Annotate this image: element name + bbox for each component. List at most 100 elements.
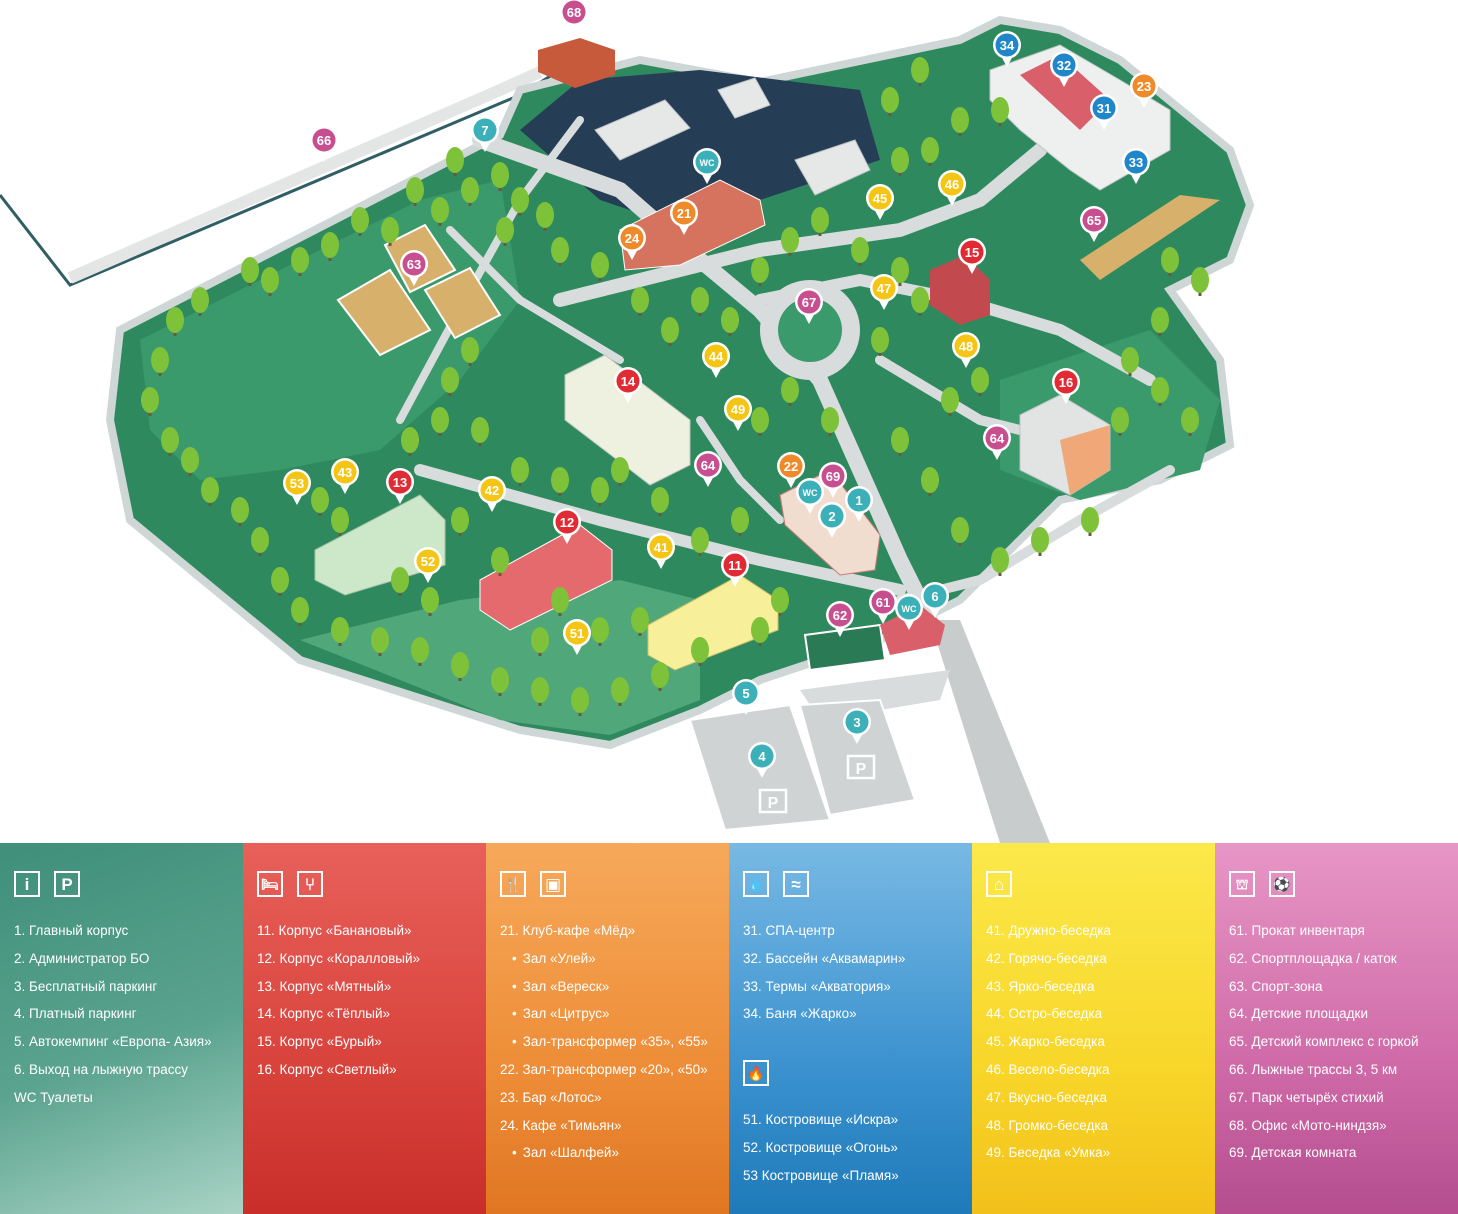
- sport-ground-62[interactable]: [803, 623, 887, 672]
- building-15: [930, 255, 990, 325]
- map-pin-63[interactable]: 63: [400, 250, 428, 286]
- map-pin-6[interactable]: 6: [921, 582, 949, 618]
- map-pin-label: 42: [485, 483, 499, 498]
- map-pin-64[interactable]: 64: [694, 451, 722, 487]
- map-pin-4[interactable]: 4: [748, 742, 776, 778]
- park-four-elements[interactable]: [778, 298, 842, 362]
- legend-item: 51. Костровище «Искра»: [743, 1112, 899, 1128]
- map-pin-wc[interactable]: WC: [796, 478, 824, 514]
- tree-icon: [536, 202, 554, 228]
- tree-icon: [511, 187, 529, 213]
- map-pin-label: 69: [826, 469, 840, 484]
- sport-field-3[interactable]: [423, 266, 502, 340]
- tree-icon: [496, 217, 514, 243]
- tree-icon: [1191, 267, 1209, 293]
- map-pin-2[interactable]: 2: [818, 502, 846, 538]
- legend-item: 11. Корпус «Банановый»: [257, 923, 412, 938]
- map-pin-52[interactable]: 52: [414, 547, 442, 583]
- map-pin-34[interactable]: 34: [993, 31, 1021, 67]
- map-pin-wc[interactable]: WC: [693, 148, 721, 184]
- map-pin-45[interactable]: 45: [866, 184, 894, 220]
- map-pin-42[interactable]: 42: [478, 476, 506, 512]
- tree-icon: [771, 587, 789, 613]
- map-pin-15[interactable]: 15: [958, 238, 986, 274]
- map-pin-label: WC: [803, 488, 818, 498]
- tree-icon: [411, 637, 429, 663]
- map-pin-32[interactable]: 32: [1050, 51, 1078, 87]
- tree-icon: [881, 87, 899, 113]
- legend-item: 12. Корпус «Коралловый»: [257, 950, 421, 966]
- tree-icon: [921, 467, 939, 493]
- tree-icon: [441, 367, 459, 393]
- tree-icon: [691, 637, 709, 663]
- tree-icon: [1151, 377, 1169, 403]
- map-pin-53[interactable]: 53: [283, 469, 311, 505]
- map-pin-41[interactable]: 41: [647, 533, 675, 569]
- map-pin-label: 64: [701, 458, 716, 473]
- map-pin-16[interactable]: 16: [1052, 368, 1080, 404]
- tree-icon: [491, 667, 509, 693]
- map-pin-label: 6: [931, 589, 938, 604]
- gazebo-icon: ⌂: [986, 871, 1012, 897]
- resort-map[interactable]: P P 686673432233133WC2124454665156367474…: [0, 0, 1458, 843]
- legend-housing: 🛏 ⑂ 11. Корпус «Банановый» 12. Корпус «К…: [243, 843, 486, 1214]
- sport-field-1[interactable]: [336, 268, 432, 357]
- map-pin-33[interactable]: 33: [1122, 148, 1150, 184]
- legend-item: 68. Офис «Мото-ниндзя»: [1229, 1117, 1387, 1133]
- map-pin-wc[interactable]: WC: [895, 594, 923, 630]
- map-pin-24[interactable]: 24: [618, 224, 646, 260]
- map-pin-47[interactable]: 47: [870, 274, 898, 310]
- map-pin-61[interactable]: 61: [869, 588, 897, 624]
- tree-icon: [1121, 347, 1139, 373]
- parking-sign-paid: P: [758, 788, 788, 814]
- map-pin-12[interactable]: 12: [553, 508, 581, 544]
- legend-item: 66. Лыжные трассы 3, 5 км: [1229, 1061, 1398, 1077]
- map-pin-label: 51: [570, 626, 584, 641]
- map-pin-label: 2: [828, 509, 835, 524]
- map-pins[interactable]: 686673432233133WC21244546651563674744481…: [283, 0, 1158, 778]
- tree-icon: [446, 147, 464, 173]
- map-pin-43[interactable]: 43: [331, 458, 359, 494]
- tree-icon: [291, 247, 309, 273]
- map-pin-23[interactable]: 23: [1130, 72, 1158, 108]
- tree-icon: [231, 497, 249, 523]
- map-pin-46[interactable]: 46: [938, 170, 966, 206]
- legend-item: 32. Бассейн «Аквамарин»: [743, 950, 906, 966]
- map-pin-67[interactable]: 67: [795, 288, 823, 324]
- map-pin-66[interactable]: 66: [310, 126, 338, 162]
- parking-free[interactable]: [798, 698, 917, 817]
- map-pin-11[interactable]: 11: [721, 551, 749, 587]
- map-pin-7[interactable]: 7: [471, 116, 499, 152]
- map-pin-1[interactable]: 1: [845, 486, 873, 522]
- map-pin-22[interactable]: 22: [777, 452, 805, 488]
- building-north-2: [717, 77, 771, 119]
- map-pin-48[interactable]: 48: [952, 332, 980, 368]
- map-pin-51[interactable]: 51: [563, 619, 591, 655]
- buildings[interactable]: [314, 38, 1220, 671]
- tree-icon: [271, 567, 289, 593]
- tree-icon: [291, 597, 309, 623]
- legend-spa: 💧 ≈ 31. СПА-центр 32. Бассейн «Аквамарин…: [729, 843, 972, 1214]
- tree-icon: [141, 387, 159, 413]
- map-pin-68[interactable]: 68: [560, 0, 588, 34]
- map-pin-13[interactable]: 13: [386, 468, 414, 504]
- map-pin-49[interactable]: 49: [724, 395, 752, 431]
- map-pin-64[interactable]: 64: [983, 424, 1011, 460]
- legend-leisure: ⛫ ⚽ 61. Прокат инвентаря 62. Спортплощад…: [1215, 843, 1458, 1214]
- map-pin-31[interactable]: 31: [1090, 94, 1118, 130]
- map-pin-69[interactable]: 69: [819, 462, 847, 498]
- building-61: [880, 605, 945, 655]
- tree-icon: [1081, 507, 1099, 533]
- map-pin-14[interactable]: 14: [614, 367, 642, 403]
- map-pin-5[interactable]: 5: [732, 679, 760, 715]
- building-north-1: [594, 99, 691, 161]
- map-pin-3[interactable]: 3: [843, 708, 871, 744]
- legend-item: Зал «Вереск»: [500, 973, 729, 1001]
- map-pin-62[interactable]: 62: [826, 601, 854, 637]
- legend-item: 61. Прокат инвентаря: [1229, 923, 1365, 938]
- map-pin-44[interactable]: 44: [702, 342, 730, 378]
- map-pin-21[interactable]: 21: [670, 199, 698, 235]
- legend-food: 🍴 ▣ 21. Клуб-кафе «Мёд»Зал «Улей»Зал «Ве…: [486, 843, 729, 1214]
- tree-icon: [571, 687, 589, 713]
- map-pin-65[interactable]: 65: [1080, 206, 1108, 242]
